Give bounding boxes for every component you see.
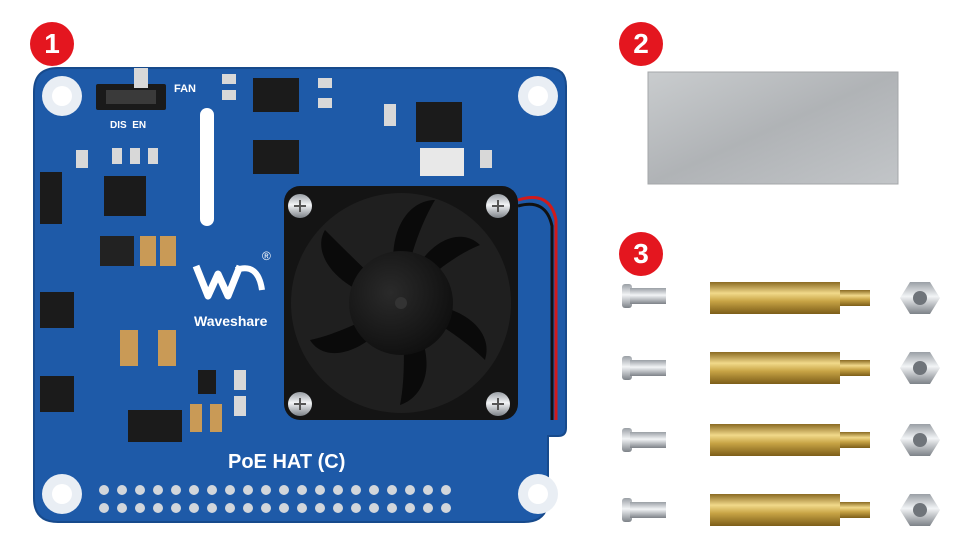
mounting-hole <box>42 76 82 116</box>
switch-label: FAN <box>174 83 196 95</box>
hardware-kit <box>622 282 940 526</box>
ic-chip <box>253 140 299 174</box>
hex-nut <box>900 424 940 456</box>
brass-standoff <box>710 282 870 314</box>
smd-components <box>76 74 492 416</box>
callout-3: 3 <box>619 232 663 276</box>
registered-mark: ® <box>262 249 271 263</box>
callout-1: 1 <box>30 22 74 66</box>
screw <box>622 356 666 380</box>
ic-chip <box>104 176 146 216</box>
mounting-hole <box>518 76 558 116</box>
switch-positions-label: DIS EN <box>110 120 146 131</box>
ic-chip <box>253 78 299 112</box>
brass-standoff <box>710 424 870 456</box>
brass-standoff <box>710 494 870 526</box>
screw <box>622 284 666 308</box>
thermal-pad <box>647 71 899 185</box>
capacitor <box>120 236 222 432</box>
hex-nut <box>900 282 940 314</box>
brass-standoff <box>710 352 870 384</box>
model-label: PoE HAT (C) <box>228 451 345 473</box>
hex-nut <box>900 352 940 384</box>
ic-chip <box>100 236 134 266</box>
screw <box>622 498 666 522</box>
cooling-fan <box>284 186 518 420</box>
hex-nut <box>900 494 940 526</box>
fan-screw <box>288 194 312 218</box>
ic-chip <box>40 172 62 224</box>
poe-hat-board: FAN DIS EN Waveshare ® PoE HAT (C) <box>33 67 567 523</box>
waveshare-logo <box>192 264 265 300</box>
fan-wire-red <box>517 196 558 420</box>
gpio-header <box>99 485 451 513</box>
mounting-hole <box>518 474 558 514</box>
callout-2: 2 <box>619 22 663 66</box>
screw <box>622 428 666 452</box>
ic-chip <box>416 102 462 142</box>
transformer <box>40 292 216 442</box>
fan-wire-black <box>517 202 554 420</box>
fan-switch <box>96 68 166 110</box>
fan-screw <box>486 392 510 416</box>
board-slot <box>200 108 214 226</box>
mounting-hole <box>42 474 82 514</box>
brand-label: Waveshare <box>194 313 268 329</box>
inductor <box>420 148 464 176</box>
fan-screw <box>486 194 510 218</box>
fan-screw <box>288 392 312 416</box>
